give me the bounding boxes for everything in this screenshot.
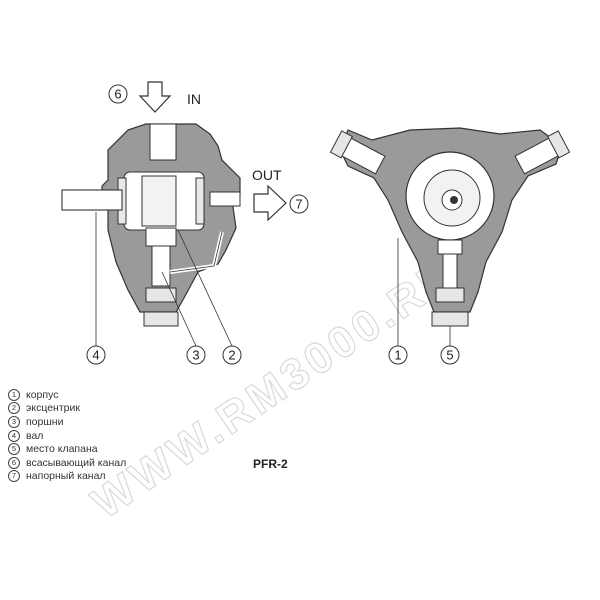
legend-number: 1: [8, 388, 20, 401]
valve-cap-front: [431, 311, 469, 327]
callout-circle-2: [222, 345, 242, 365]
callout-shaft: 4: [92, 348, 99, 363]
legend-number: 7: [8, 470, 20, 483]
fitting-left: [329, 130, 386, 175]
legend-text: эксцентрик: [26, 402, 80, 415]
legend-item: 5 место клапана: [8, 442, 126, 456]
model-label: PFR-2: [253, 457, 288, 471]
callout-in-port: 6: [114, 87, 121, 102]
legend-item: 6 всасывающий канал: [8, 456, 126, 470]
legend-number: 2: [8, 402, 20, 415]
callout-piston: 3: [192, 348, 199, 363]
outlet-bore: [209, 191, 241, 207]
callout-circle-5: [440, 345, 460, 365]
legend-item: 7 напорный канал: [8, 470, 126, 484]
callout-circle-4: [86, 345, 106, 365]
fitting-right: [514, 130, 571, 175]
valve-nut: [145, 287, 177, 303]
callout-eccentric: 2: [228, 348, 235, 363]
inlet-bore: [149, 123, 177, 161]
callout-out-port: 7: [295, 197, 302, 212]
callout-circle-3: [186, 345, 206, 365]
legend-number: 5: [8, 443, 20, 456]
legend-text: поршни: [26, 415, 64, 428]
valve-cap: [143, 311, 179, 327]
legend-number: 4: [8, 429, 20, 442]
callout-valve: 5: [446, 348, 453, 363]
legend-text: место клапана: [26, 443, 98, 456]
shaft-center: [450, 196, 458, 204]
callout-body: 1: [394, 348, 401, 363]
bearing-right: [195, 177, 205, 225]
legend-text: вал: [26, 429, 44, 442]
eccentric: [141, 175, 177, 227]
legend-item: 3 поршни: [8, 415, 126, 429]
legend-number: 3: [8, 415, 20, 428]
in-arrow: [138, 81, 172, 113]
callout-circle-6: [108, 84, 128, 104]
legend-item: 4 вал: [8, 429, 126, 443]
front-section-view: 1 5: [329, 127, 571, 365]
shaft: [61, 189, 123, 211]
callout-circle-7: [289, 194, 309, 214]
piston-top: [145, 227, 177, 247]
side-section-view: 6 IN OUT 7 4 3: [61, 81, 309, 365]
out-arrow: [253, 184, 287, 222]
legend-text: корпус: [26, 388, 59, 401]
valve-nut-front: [435, 287, 465, 303]
piston-front-top: [437, 239, 463, 255]
piston-front: [442, 253, 458, 289]
legend: 1 корпус 2 эксцентрик 3 поршни 4 вал 5 место клап…: [8, 388, 126, 483]
in-label: IN: [187, 91, 201, 107]
legend-item: 2 эксцентрик: [8, 402, 126, 416]
legend-item: 1 корпус: [8, 388, 126, 402]
legend-text: напорный канал: [26, 470, 106, 483]
legend-text: всасывающий канал: [26, 456, 127, 469]
callout-circle-1: [388, 345, 408, 365]
out-label: OUT: [252, 167, 282, 183]
piston: [151, 245, 171, 287]
legend-number: 6: [8, 456, 20, 469]
